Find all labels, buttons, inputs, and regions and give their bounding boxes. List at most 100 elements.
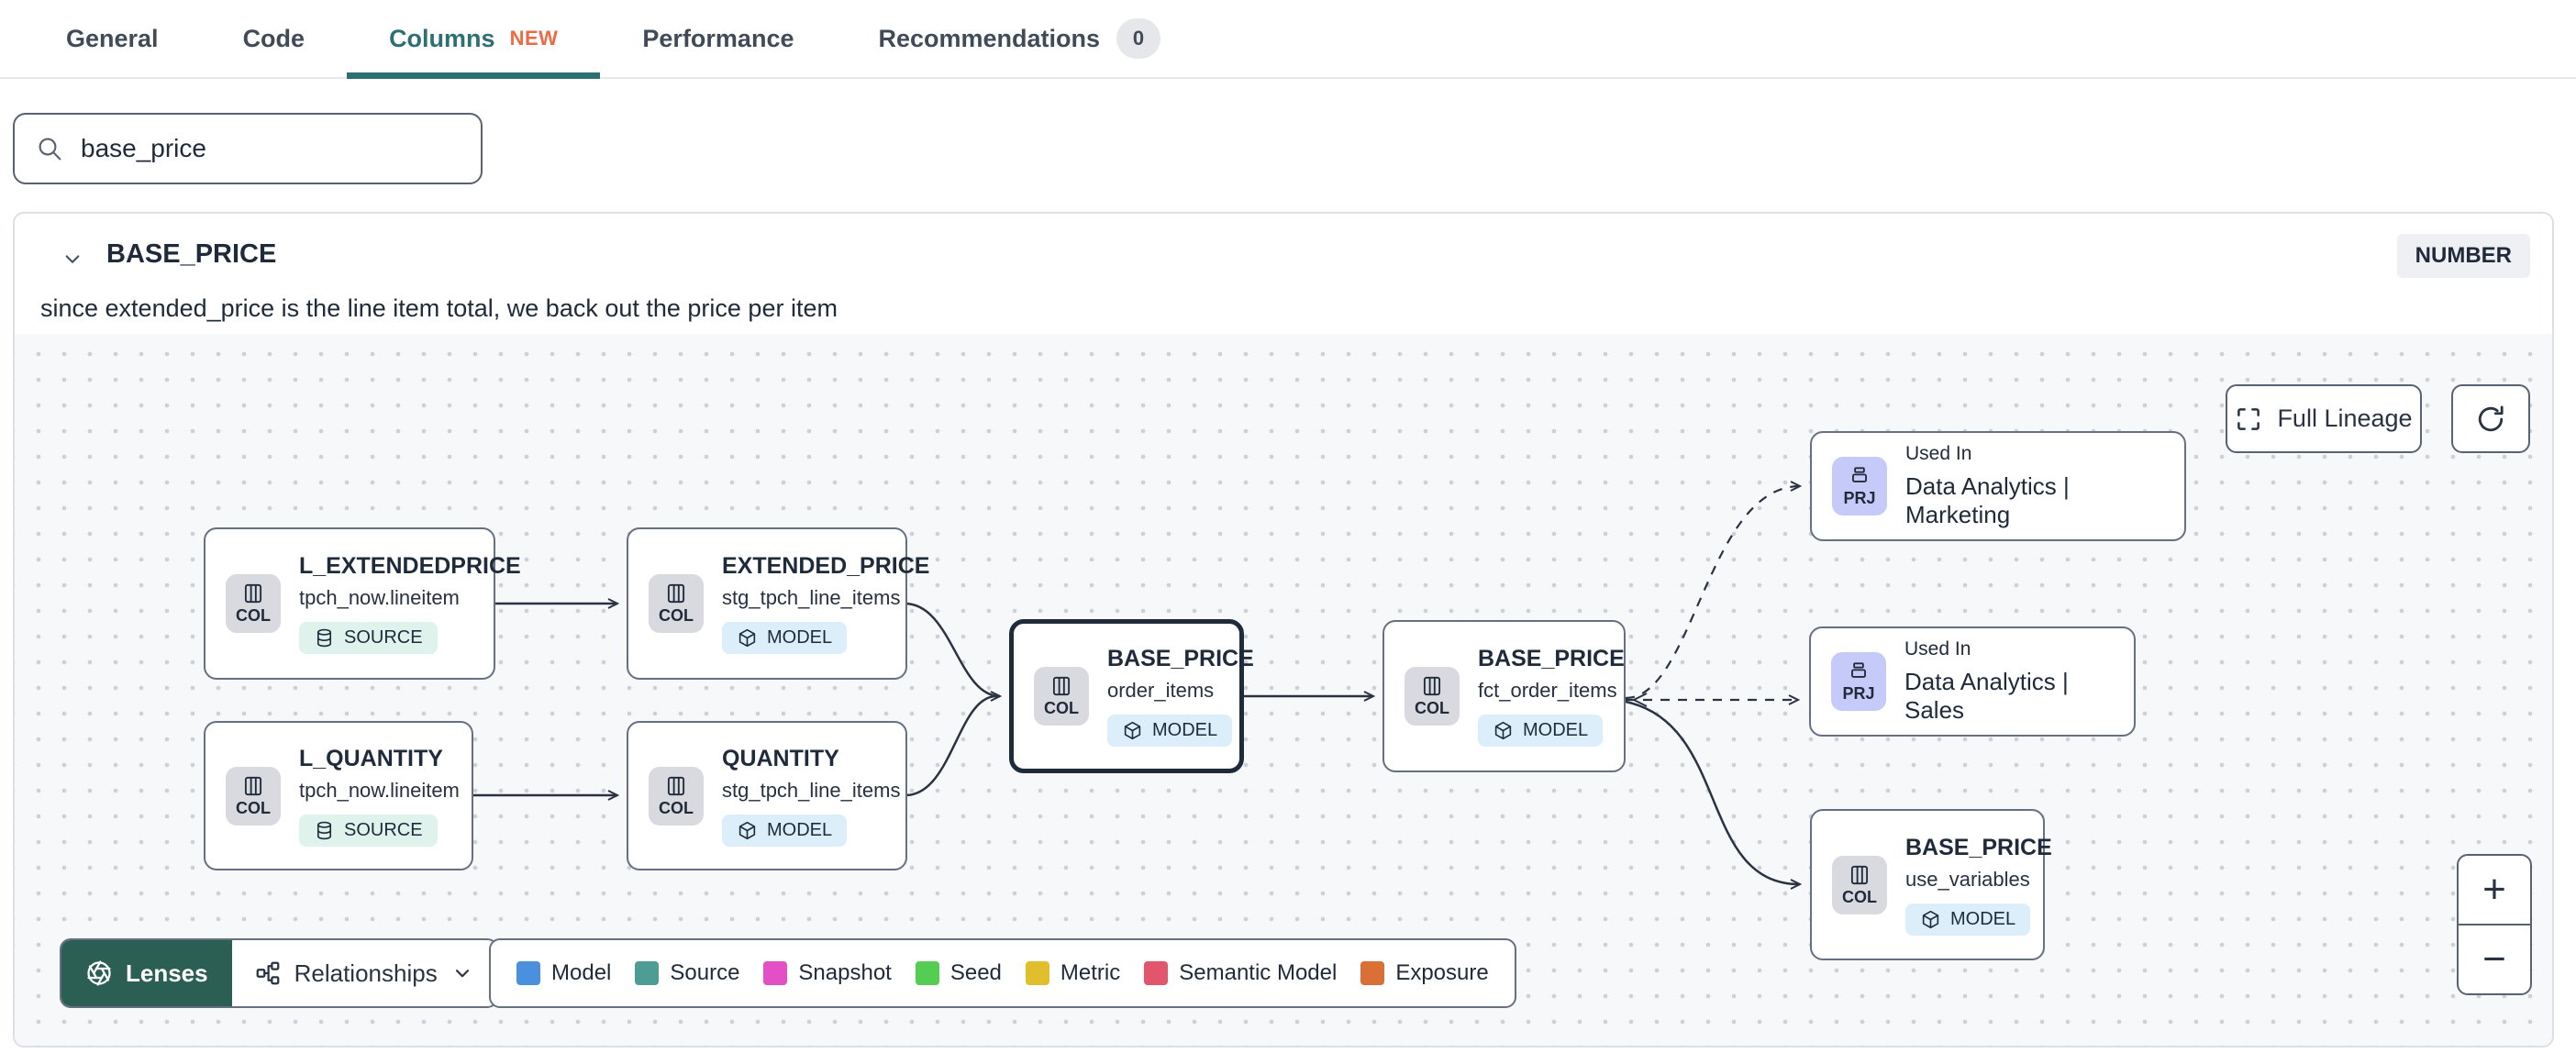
node-subtitle: order_items (1107, 679, 1215, 702)
cube-icon (1922, 910, 1939, 928)
column-chip: COL (649, 766, 704, 826)
project-stack-icon (1852, 467, 1867, 482)
relationships-dropdown[interactable]: Relationships (232, 940, 496, 1006)
tab-performance[interactable]: Performance (600, 0, 836, 77)
node-title: EXTENDED_PRICE (722, 553, 930, 579)
legend-item-snapshot: Snapshot (763, 960, 892, 986)
used-in-label: Used In (1904, 638, 1971, 660)
chip-label: PRJ (1842, 684, 1875, 703)
node-subtitle: use_variables (1905, 867, 2030, 891)
node-title: L_EXTENDEDPRICE (299, 553, 521, 579)
project-chip: PRJ (1831, 652, 1886, 711)
lineage-node-l-extendedprice[interactable]: COL L_EXTENDEDPRICE tpch_now.lineitem SO… (204, 527, 521, 680)
badge-label: MODEL (1523, 720, 1589, 740)
lineage-node-quantity[interactable]: COL QUANTITY stg_tpch_line_items MODEL (627, 721, 907, 870)
cube-icon (738, 628, 756, 648)
chevron-down-icon[interactable] (59, 245, 86, 272)
relationships-label: Relationships (294, 959, 438, 987)
lineage-node-base-price-order-items[interactable]: COL BASE_PRICE order_items MODEL (1009, 619, 1254, 773)
column-type-badge: NUMBER (2396, 234, 2530, 278)
zoom-in-button[interactable]: + (2459, 856, 2530, 926)
node-subtitle: stg_tpch_line_items (722, 586, 901, 609)
legend-label: Exposure (1395, 960, 1489, 985)
edge-dashed (1625, 481, 1803, 700)
node-type-badge: SOURCE (299, 814, 438, 847)
lenses-button[interactable]: Lenses (61, 940, 232, 1006)
node-title: BASE_PRICE (1107, 646, 1254, 671)
cube-icon (1124, 721, 1141, 740)
column-name: BASE_PRICE (106, 239, 277, 269)
tab-columns[interactable]: Columns NEW (347, 0, 601, 79)
tab-label: Columns (389, 24, 495, 52)
refresh-icon (2478, 405, 2504, 431)
project-stack-icon (1851, 662, 1866, 678)
column-description: since extended_price is the line item to… (40, 294, 838, 322)
lineage-canvas[interactable]: COL L_EXTENDEDPRICE tpch_now.lineitem SO… (15, 334, 2552, 1046)
badge-label: MODEL (767, 819, 833, 840)
node-type-badge: SOURCE (299, 622, 438, 654)
legend-item-seed: Seed (915, 960, 1002, 986)
full-lineage-button[interactable]: Full Lineage (2226, 384, 2422, 453)
cube-icon (738, 821, 756, 839)
lineage-toolbar: Lenses Relationships (60, 938, 498, 1008)
tab-recommendations[interactable]: Recommendations 0 (836, 0, 1203, 77)
legend-swatch (763, 961, 788, 985)
node-subtitle: fct_order_items (1478, 679, 1617, 702)
chip-label: COL (1415, 699, 1449, 717)
lineage-node-extended-price[interactable]: COL EXTENDED_PRICE stg_tpch_line_items M… (627, 527, 929, 680)
columns-icon (667, 776, 685, 795)
search-input[interactable] (81, 134, 461, 163)
edge (1625, 700, 1803, 890)
columns-icon (1423, 676, 1441, 696)
columns-icon (244, 583, 262, 604)
aperture-icon (87, 960, 111, 986)
chevron-down-icon (455, 970, 469, 978)
badge-label: SOURCE (344, 627, 423, 648)
legend-swatch (915, 961, 939, 985)
tab-label: Performance (642, 24, 794, 52)
tab-label: General (66, 24, 159, 52)
tab-label: Code (242, 24, 305, 52)
node-title: BASE_PRICE (1478, 646, 1625, 671)
lineage-node-base-price-fct-order-items[interactable]: COL BASE_PRICE fct_order_items MODEL (1382, 620, 1626, 772)
column-chip: COL (226, 766, 281, 826)
legend-item-exposure: Exposure (1360, 960, 1489, 986)
column-search (13, 113, 483, 184)
legend-swatch (1025, 961, 1049, 985)
zoom-out-button[interactable]: − (2482, 937, 2506, 981)
legend-swatch (516, 961, 540, 985)
refresh-button[interactable] (2451, 384, 2530, 453)
legend-item-source: Source (635, 960, 739, 986)
tab-code[interactable]: Code (201, 0, 348, 77)
badge-label: MODEL (1152, 720, 1218, 740)
lineage-node-base-price-use-variables[interactable]: COL BASE_PRICE use_variables MODEL (1810, 809, 2052, 960)
full-lineage-label: Full Lineage (2277, 405, 2413, 432)
project-chip: PRJ (1832, 457, 1887, 515)
lineage-node-used-in-marketing[interactable]: PRJ Used In Data Analytics | Marketing (1810, 431, 2186, 541)
column-chip: COL (1405, 667, 1460, 726)
tab-general[interactable]: General (24, 0, 201, 77)
badge-label: SOURCE (344, 819, 423, 840)
legend-swatch (1360, 961, 1385, 985)
legend-label: Model (551, 960, 612, 985)
column-chip: COL (649, 574, 704, 633)
resource-legend: Model Source Snapshot Seed Metric Semant… (489, 938, 1516, 1008)
fullscreen-icon (2237, 407, 2260, 430)
legend-label: Source (670, 960, 740, 985)
column-detail-card: BASE_PRICE NUMBER since extended_price i… (13, 212, 2554, 1047)
used-in-label: Used In (1905, 443, 1972, 464)
database-icon (316, 821, 332, 839)
column-header: BASE_PRICE NUMBER since extended_price i… (15, 214, 2552, 334)
legend-swatch (1144, 961, 1169, 985)
node-title: BASE_PRICE (1905, 834, 2052, 860)
node-subtitle: stg_tpch_line_items (722, 778, 901, 802)
search-icon (39, 138, 61, 161)
node-type-badge: MODEL (1905, 903, 2031, 936)
node-subtitle: tpch_now.lineitem (299, 778, 460, 802)
lineage-node-l-quantity[interactable]: COL L_QUANTITY tpch_now.lineitem SOURCE (204, 721, 473, 870)
lineage-node-used-in-sales[interactable]: PRJ Used In Data Analytics | Sales (1809, 626, 2136, 737)
recommendations-count-badge: 0 (1116, 18, 1161, 59)
relationships-icon (256, 961, 279, 985)
columns-icon (667, 583, 685, 604)
